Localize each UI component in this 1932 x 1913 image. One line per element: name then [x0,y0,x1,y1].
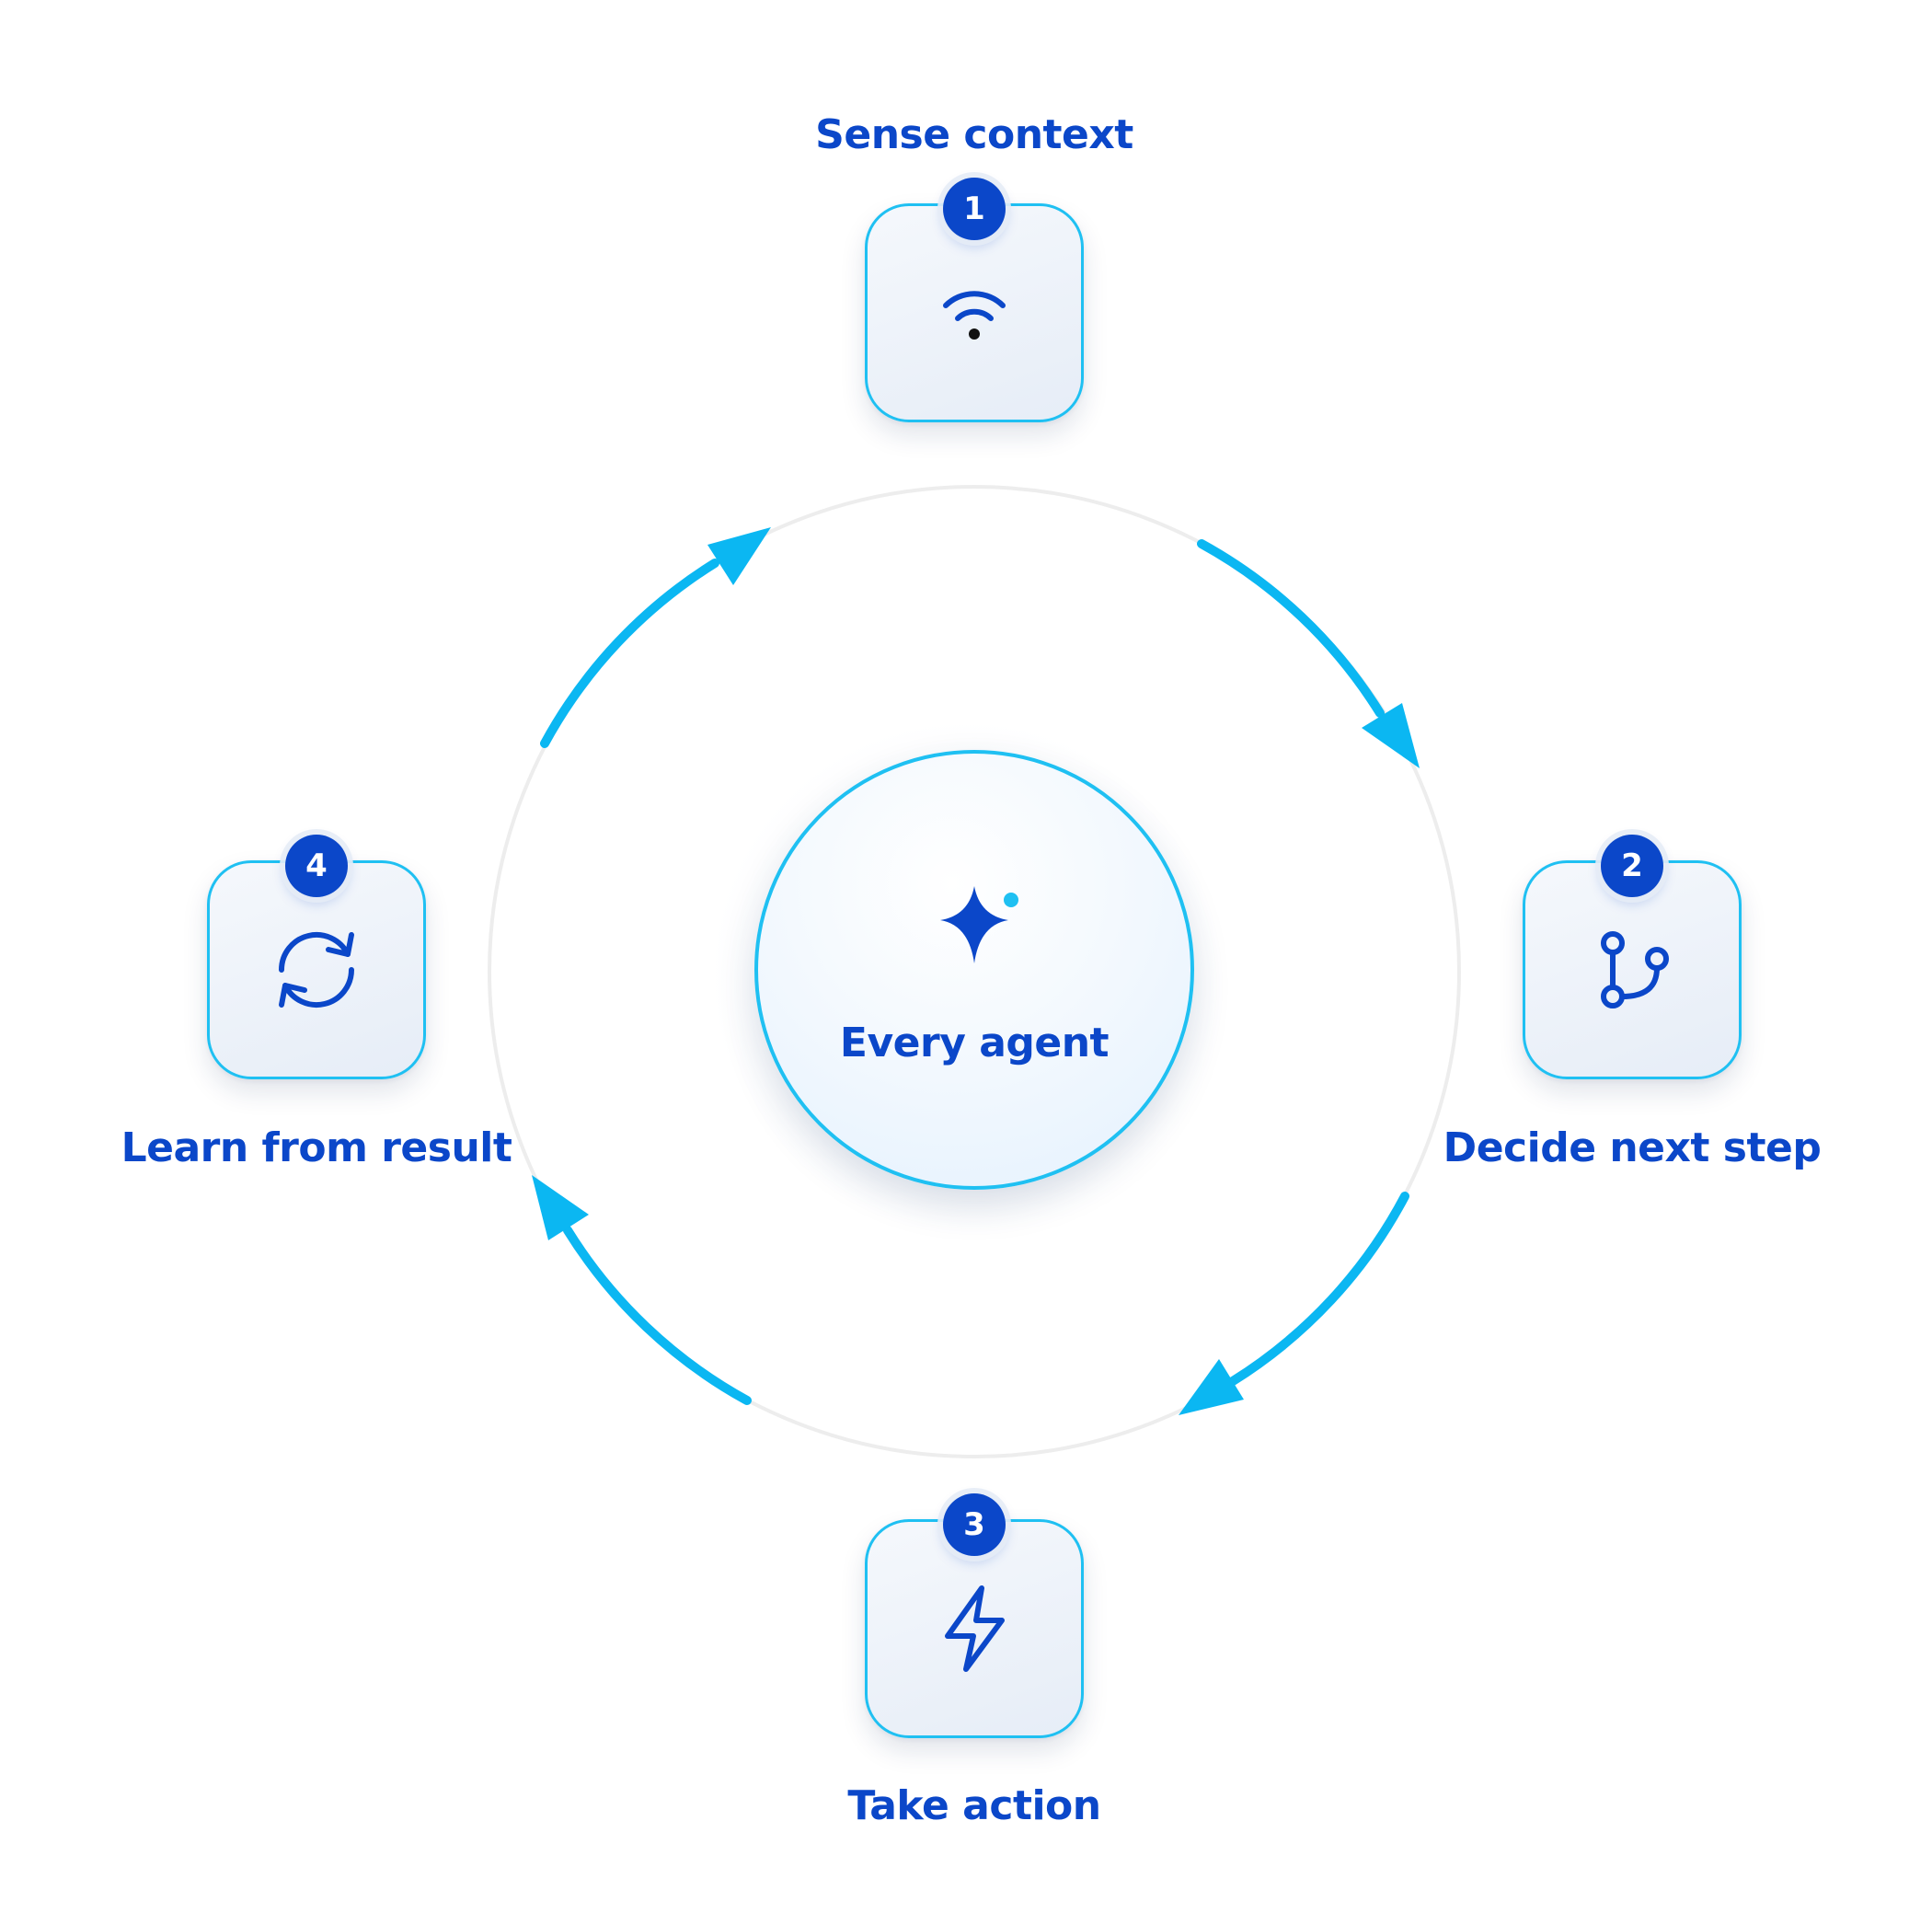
wifi-outer-arc [943,291,1006,308]
step-2-label: Decide next step [1443,1124,1822,1171]
arrow-arc-learn-to-sense [540,559,719,748]
step-4-label: Learn from result [121,1124,512,1171]
arrow-arc-decide-to-action [1228,1192,1409,1386]
refresh-upper-arc [279,931,351,973]
refresh-cycle-icon [279,931,354,1008]
arrow-arc-action-to-learn [563,1226,752,1405]
arrow-arc-sense-to-decide [1197,539,1385,718]
refresh-upper-arrowhead [326,932,354,957]
arrowhead-sense-to-decide [1362,703,1420,768]
step-1-card [865,203,1084,422]
sparkle-star [940,886,1008,963]
step-1-label: Sense context [815,111,1133,158]
bolt-shape [945,1585,1005,1672]
branch-curve [1619,965,1660,999]
refresh-lower-arc [282,967,354,1008]
outer-ring-track [488,485,1461,1458]
wifi-dot [969,328,980,340]
wifi-inner-arc [955,308,994,321]
wifi-icon [943,291,1006,340]
step-4-badge: 4 [285,835,348,897]
step-3-label: Take action [847,1782,1101,1829]
git-branch-icon [1601,931,1669,1008]
step-2-badge: 2 [1601,835,1663,897]
lightning-bolt-icon [945,1585,1005,1672]
sparkle-dot [1004,893,1018,907]
center-hub [754,750,1194,1190]
arrowhead-action-to-learn [532,1175,589,1240]
refresh-lower-arrowhead [279,983,307,1008]
step-1-badge: 1 [943,178,1006,240]
arrowhead-decide-to-action [1179,1359,1244,1415]
sparkle-icon [940,886,1018,963]
center-hub-label: Every agent [839,1020,1110,1066]
step-3-badge: 3 [943,1493,1006,1556]
arrowhead-learn-to-sense [707,527,771,585]
